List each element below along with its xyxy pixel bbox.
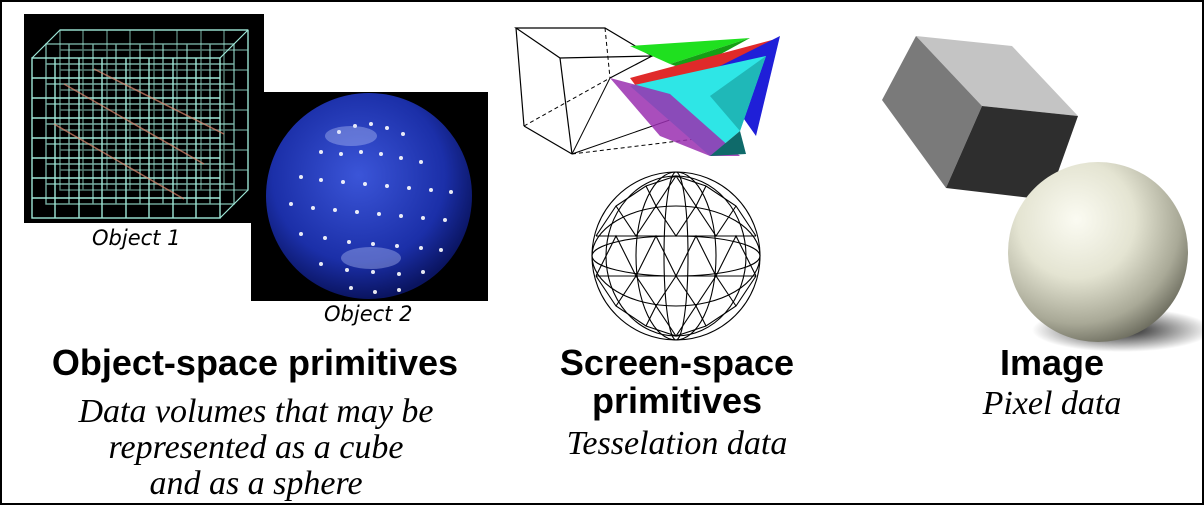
screen-space-heading: Screen-space primitives (522, 344, 832, 420)
grid-cube-icon (31, 29, 249, 219)
wireframe-cube-triangles-icon (514, 27, 780, 341)
dotted-sphere-icon (266, 93, 472, 299)
shaded-cube-sphere-icon (882, 36, 1202, 352)
image-description: Pixel data (982, 385, 1122, 422)
shaded-shapes-image (872, 28, 1202, 378)
object-space-description-line-2: represented as a cube (108, 429, 404, 466)
object-2-caption: Object 2 (324, 302, 413, 326)
object-space-description: Data volumes that may be represented as … (16, 394, 496, 502)
object-space-description-line-3: and as a sphere (149, 465, 363, 502)
screen-space-heading-line-1: Screen-space (559, 342, 795, 383)
image-heading: Image (999, 342, 1105, 383)
object-2-image (251, 92, 488, 301)
object-space-description-line-1: Data volumes that may be (78, 393, 434, 430)
screen-space-description: Tesselation data (566, 425, 788, 462)
tessellated-shapes-image (510, 16, 800, 346)
object-space-heading: Object-space primitives (51, 342, 459, 383)
object-1-image (24, 14, 264, 223)
object-1-caption: Object 1 (92, 226, 181, 250)
screen-space-heading-line-2: primitives (591, 380, 763, 421)
